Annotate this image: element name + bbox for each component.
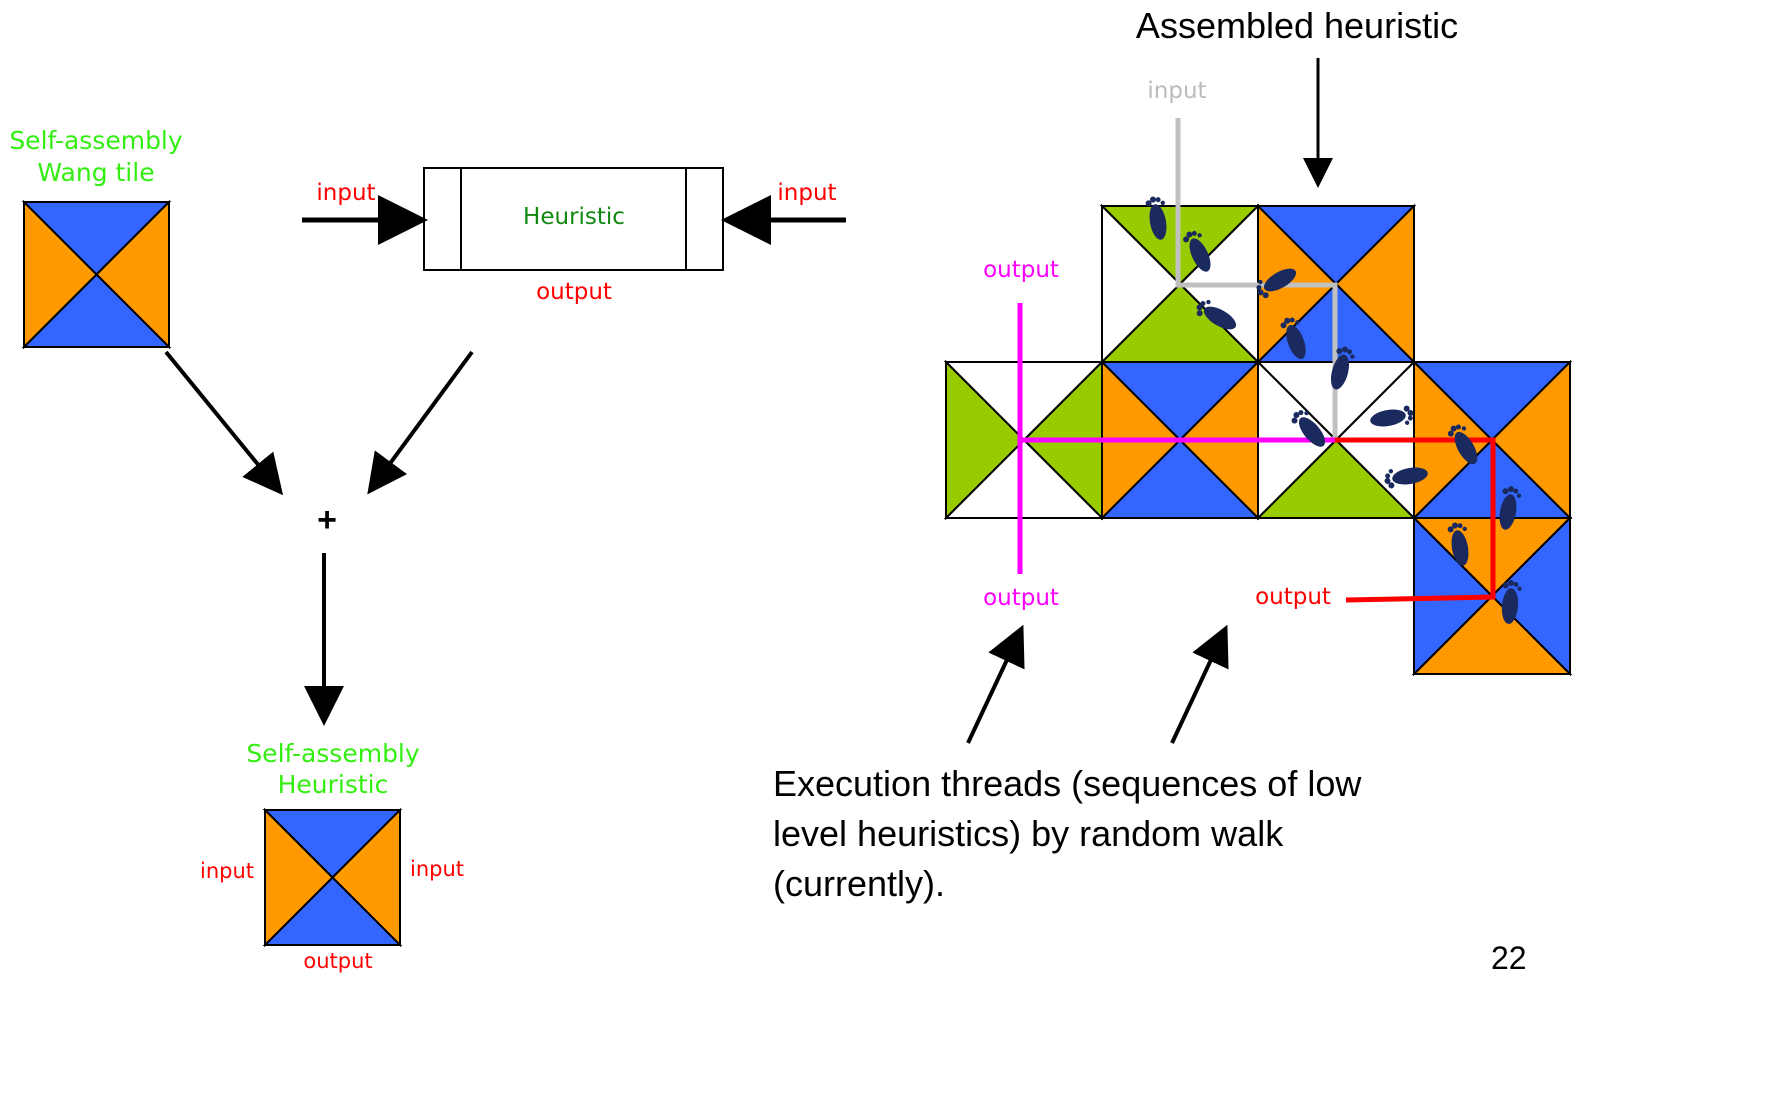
caption-arrow-right	[1170, 624, 1229, 744]
box-output-label: output	[536, 279, 612, 305]
wang-tile-label-line2: Wang tile	[37, 158, 155, 187]
box-input-left-label: input	[316, 180, 376, 206]
grey-thread	[1175, 118, 1338, 440]
self-assembly-heuristic-tile	[262, 807, 403, 948]
plus-sign: +	[317, 501, 337, 539]
page-number: 22	[1491, 940, 1527, 976]
tile-outline	[264, 809, 401, 946]
caption-line1: Execution threads (sequences of low	[773, 763, 1362, 804]
result-output-label: output	[303, 949, 373, 973]
red-output-label: output	[1255, 584, 1331, 610]
result-input-right-label: input	[409, 857, 465, 881]
magenta-output-top-label: output	[983, 257, 1059, 283]
tile-outline	[23, 201, 170, 348]
assembled-heuristic-title: Assembled heuristic	[1135, 5, 1459, 46]
grey-input-label: input	[1147, 78, 1207, 104]
caption-line2: level heuristics) by random walk	[773, 813, 1284, 854]
result-label-line2: Heuristic	[277, 770, 389, 799]
result-input-left-label: input	[199, 859, 255, 883]
arrow-tile-to-plus	[164, 350, 284, 496]
grid-tile-r1-c0	[943, 359, 1105, 521]
magenta-output-bottom-label: output	[983, 585, 1059, 611]
wang-tile-label-line1: Self-assembly	[9, 126, 183, 155]
result-label-line1: Self-assembly	[246, 739, 420, 768]
wang-tile	[21, 199, 172, 350]
box-input-right-label: input	[777, 180, 837, 206]
red-thread	[1335, 437, 1496, 603]
caption-line3: (currently).	[773, 863, 946, 904]
heuristic-box-label: Heuristic	[523, 204, 625, 230]
caption-arrow-left	[966, 624, 1025, 744]
arrow-box-to-plus	[367, 350, 474, 495]
